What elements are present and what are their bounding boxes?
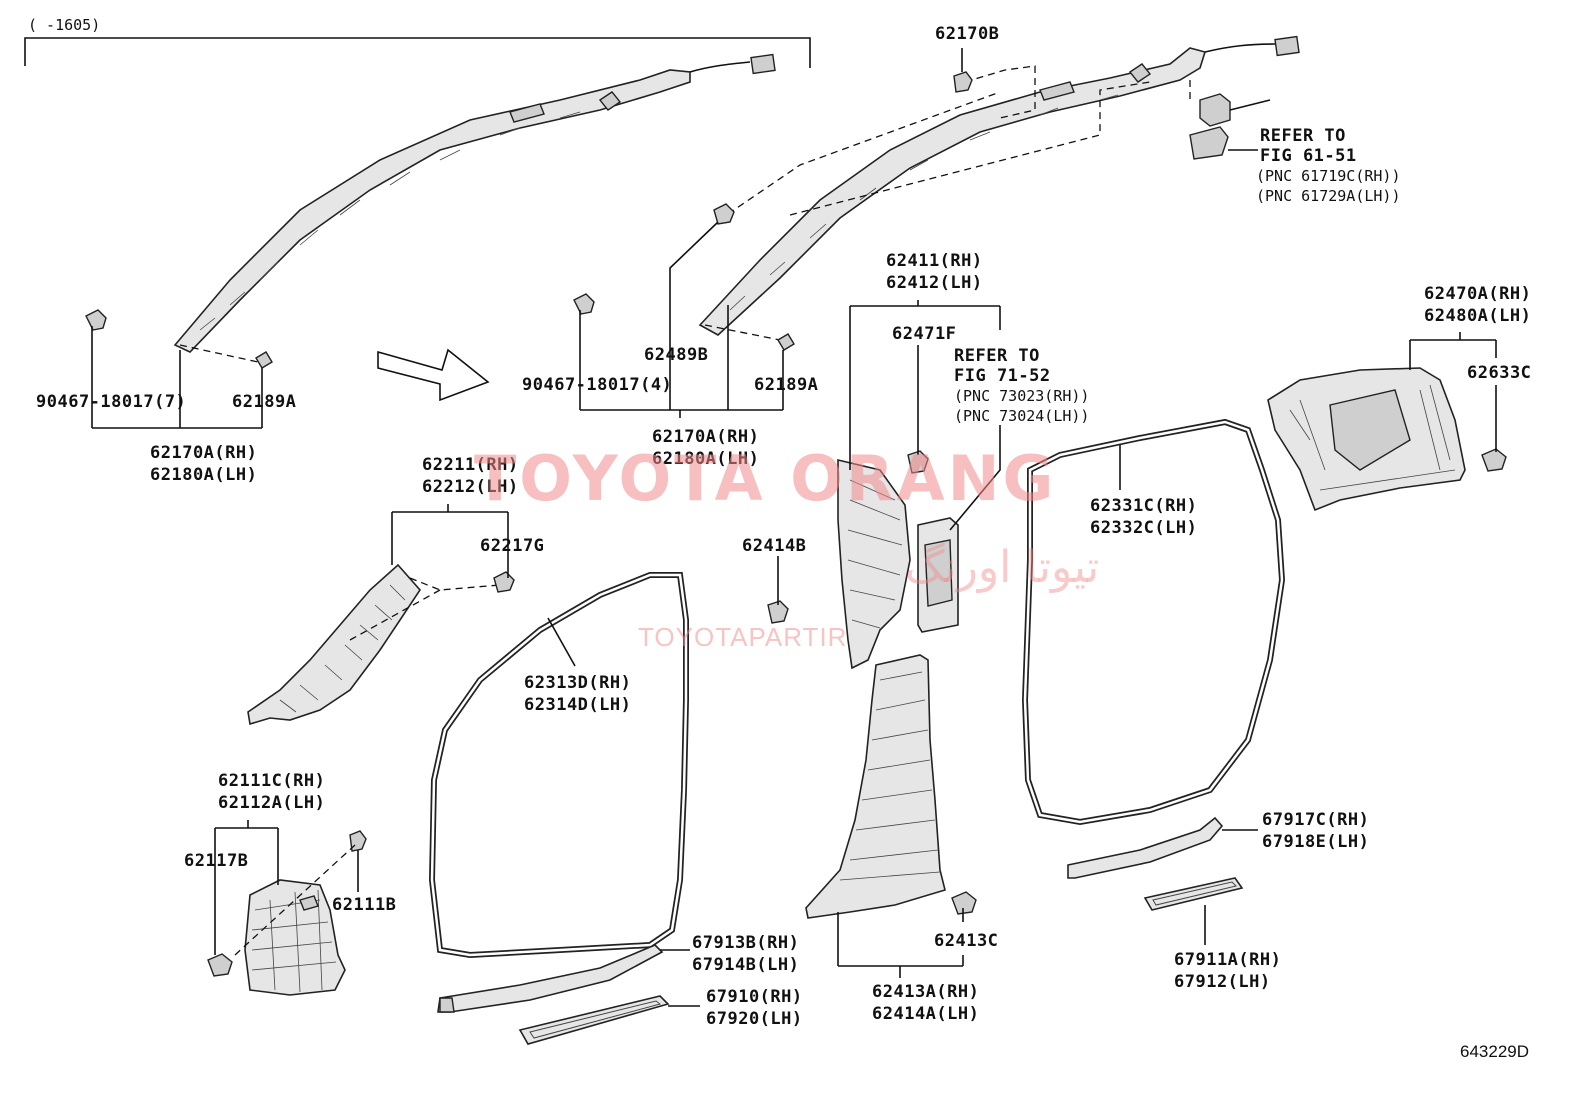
- watermark-site: TOYOTAPARTIR: [638, 622, 847, 652]
- refer-fig6151-line3: (PNC 61719C(RH)): [1256, 167, 1401, 185]
- refer-fig7152-line1: REFER TO: [954, 346, 1040, 366]
- curtain-airbag-left[interactable]: [173, 53, 776, 353]
- refer-fig6151-line2: FIG 61-51: [1260, 146, 1357, 166]
- label-62332c: 62332C(LH): [1090, 518, 1197, 538]
- clip-62189a-right[interactable]: [777, 333, 795, 351]
- clip-62117b[interactable]: [207, 953, 233, 977]
- label-62170a-left: 62170A(RH): [150, 443, 257, 463]
- label-62111c: 62111C(RH): [218, 771, 325, 791]
- label-67912: 67912(LH): [1174, 972, 1271, 992]
- refer-fig7152-line4: (PNC 73024(LH)): [954, 407, 1089, 425]
- front-door-scuff-plate-inner[interactable]: [437, 944, 664, 1013]
- rear-door-opening-trim[interactable]: [1021, 418, 1286, 826]
- label-62313d: 62313D(RH): [524, 673, 631, 693]
- leaders-62170a-right: [579, 221, 784, 418]
- watermark-arabic: تیوتا اورنگ: [905, 542, 1099, 593]
- label-67913b: 67913B(RH): [692, 933, 799, 953]
- label-62411: 62411(RH): [886, 251, 983, 271]
- range-label: ( -1605): [28, 16, 100, 34]
- leaders-62470a: [1409, 332, 1497, 452]
- label-62180a-left: 62180A(LH): [150, 465, 257, 485]
- label-62470a: 62470A(RH): [1424, 284, 1531, 304]
- cowl-side-trim[interactable]: [244, 879, 346, 996]
- clip-62633c[interactable]: [1481, 448, 1507, 472]
- label-67917c: 67917C(RH): [1262, 810, 1369, 830]
- clip-62170b[interactable]: [953, 48, 973, 93]
- leaders-62411: [777, 300, 1001, 605]
- rear-door-scuff-plate-outer[interactable]: [1143, 877, 1244, 911]
- label-62412: 62412(LH): [886, 273, 983, 293]
- curtain-airbag-right[interactable]: [698, 35, 1300, 336]
- clip-62189a-left[interactable]: [255, 351, 273, 369]
- arrow-icon: [377, 348, 490, 402]
- label-67911a: 67911A(RH): [1174, 950, 1281, 970]
- clip-90467-right[interactable]: [573, 293, 595, 315]
- label-67918e: 67918E(LH): [1262, 832, 1369, 852]
- clip-62217g[interactable]: [493, 571, 515, 593]
- label-62189a-right: 62189A: [754, 375, 818, 395]
- refer-fig7152-line3: (PNC 73023(RH)): [954, 387, 1089, 405]
- front-door-scuff-plate-outer[interactable]: [518, 995, 670, 1045]
- clip-90467-left[interactable]: [85, 309, 107, 331]
- label-62211: 62211(RH): [422, 455, 519, 475]
- label-62170a-right: 62170A(RH): [652, 427, 759, 447]
- leaders-62111c: [214, 820, 359, 955]
- label-90467-18017-7: 90467-18017(7): [36, 392, 186, 412]
- label-62111b: 62111B: [332, 895, 396, 915]
- label-62413a: 62413A(RH): [872, 982, 979, 1002]
- refer-fig6151-line4: (PNC 61729A(LH)): [1256, 187, 1401, 205]
- center-pillar-garnish-upper[interactable]: [837, 458, 911, 670]
- refer-fig7152-line2: FIG 71-52: [954, 366, 1051, 386]
- label-62189a-left: 62189A: [232, 392, 296, 412]
- label-62112a: 62112A(LH): [218, 793, 325, 813]
- bracket-fig6151[interactable]: [1189, 93, 1271, 160]
- label-62413c: 62413C: [934, 931, 998, 951]
- label-62414b: 62414B: [742, 536, 806, 556]
- label-62633c: 62633C: [1467, 363, 1531, 383]
- label-62217g: 62217G: [480, 536, 544, 556]
- label-90467-18017-4: 90467-18017(4): [522, 375, 672, 395]
- label-62489b: 62489B: [644, 345, 708, 365]
- clip-62413c[interactable]: [951, 891, 977, 915]
- label-62170b: 62170B: [935, 24, 999, 44]
- front-door-opening-trim[interactable]: [428, 572, 689, 959]
- seatbelt-adjuster[interactable]: [917, 517, 959, 633]
- watermark: TOYOTA ORANG تیوتا اورنگ TOYOTAPARTIR: [474, 442, 1099, 652]
- refer-fig6151-line1: REFER TO: [1260, 126, 1346, 146]
- label-62480a: 62480A(LH): [1424, 306, 1531, 326]
- diagram-code: 643229D: [1460, 1042, 1529, 1061]
- label-67910: 67910(RH): [706, 987, 803, 1007]
- leaders-62413a: [837, 908, 964, 978]
- clip-62489b[interactable]: [713, 203, 735, 225]
- label-62471f: 62471F: [892, 324, 956, 344]
- roof-side-garnish[interactable]: [1267, 367, 1466, 512]
- label-62180a-right: 62180A(LH): [652, 449, 759, 469]
- label-62331c: 62331C(RH): [1090, 496, 1197, 516]
- center-pillar-garnish-lower[interactable]: [805, 654, 946, 919]
- rear-door-scuff-plate-inner[interactable]: [1067, 816, 1224, 879]
- front-pillar-garnish[interactable]: [247, 563, 422, 726]
- label-62212: 62212(LH): [422, 477, 519, 497]
- label-67920: 67920(LH): [706, 1009, 803, 1029]
- label-62117b: 62117B: [184, 851, 248, 871]
- label-62414a: 62414A(LH): [872, 1004, 979, 1024]
- leaders-62211: [391, 504, 509, 578]
- range-bracket: ( -1605): [24, 16, 811, 68]
- label-62314d: 62314D(LH): [524, 695, 631, 715]
- label-67914b: 67914B(LH): [692, 955, 799, 975]
- watermark-brand: TOYOTA ORANG: [474, 442, 1056, 515]
- leaders-62170a-left: [91, 326, 263, 429]
